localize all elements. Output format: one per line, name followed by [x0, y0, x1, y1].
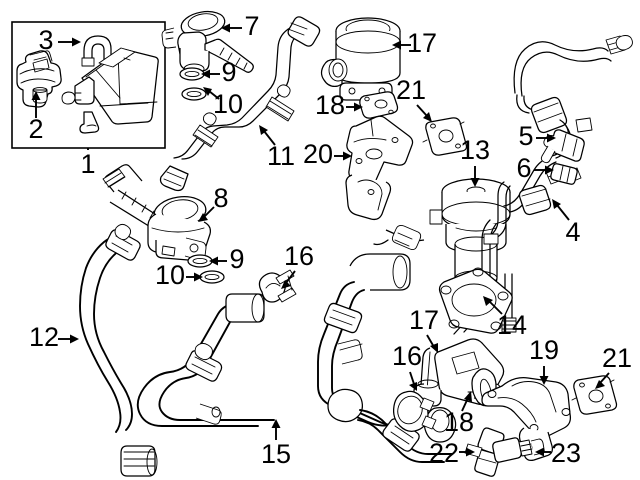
callout-18-upper-label: 18: [315, 90, 345, 120]
callout-12-label: 12: [29, 322, 59, 352]
callout-20: 20: [303, 139, 352, 169]
manifold-gasket-upper-art: [422, 117, 468, 156]
callout-20-label: 20: [303, 139, 333, 169]
callout-5: 5: [518, 121, 556, 151]
callout-3-label: 3: [38, 25, 53, 55]
callout-8-label: 8: [213, 183, 228, 213]
callout-21-lower: 21: [595, 343, 632, 389]
air-distribution-manifold-art: [345, 115, 414, 221]
callout-18-lower: 18: [444, 391, 474, 437]
callout-16-upper-label: 16: [284, 241, 314, 271]
callout-7-label: 7: [244, 11, 259, 41]
callout-1: 1: [80, 148, 96, 179]
callout-9-lower: 9: [209, 244, 245, 274]
callout-10-upper-label: 10: [213, 89, 243, 119]
callout-1-label: 1: [80, 149, 95, 179]
callout-7: 7: [221, 11, 260, 41]
callout-3: 3: [38, 25, 81, 55]
callout-19: 19: [529, 335, 559, 385]
callout-17-upper: 17: [392, 28, 437, 58]
callout-16-lower-label: 16: [392, 341, 422, 371]
callout-16-upper: 16: [281, 241, 314, 289]
callout-9-upper: 9: [201, 57, 237, 87]
callout-2: 2: [28, 91, 44, 144]
callout-16-lower: 16: [392, 341, 422, 391]
callout-19-label: 19: [529, 335, 559, 365]
callout-4: 4: [552, 199, 581, 247]
callout-17-upper-label: 17: [407, 28, 437, 58]
callout-21-upper: 21: [396, 75, 432, 122]
callout-10-lower: 10: [155, 260, 203, 290]
callout-22: 22: [429, 438, 475, 468]
callout-8: 8: [198, 183, 229, 222]
callout-22-label: 22: [429, 438, 459, 468]
callout-14-label: 14: [497, 310, 527, 340]
manifold-gasket-lower-art: [571, 375, 618, 415]
callout-13-label: 13: [460, 135, 490, 165]
callout-2-label: 2: [28, 114, 43, 144]
hose-clamp-lower-art: [393, 390, 437, 432]
callout-21-upper-label: 21: [396, 75, 426, 105]
valve-gasket-upper-art: [359, 91, 399, 119]
callout-9-upper-label: 9: [221, 57, 236, 87]
callout-6-label: 6: [516, 153, 531, 183]
pump-mounting-bracket-art: [438, 267, 513, 334]
callout-4-label: 4: [565, 217, 580, 247]
o-ring-small-upper-art: [181, 87, 207, 101]
callout-6: 6: [516, 153, 554, 183]
air-supply-pipe-art: [159, 16, 321, 192]
callout-23: 23: [535, 438, 581, 468]
callout-21-lower-label: 21: [602, 343, 632, 373]
callout-13: 13: [460, 135, 490, 187]
hose-clamp-upper-art: [258, 269, 297, 303]
air-injection-valve-upper-art: [320, 17, 401, 101]
o-ring-large-lower-art: [187, 254, 213, 268]
o-ring-small-lower-art: [199, 270, 225, 284]
connector-clip-art: [550, 163, 578, 185]
callout-18-lower-label: 18: [444, 407, 474, 437]
callout-15-label: 15: [261, 439, 291, 469]
callout-10-lower-label: 10: [155, 260, 185, 290]
air-inlet-hose-art: [79, 223, 158, 477]
callout-18-upper: 18: [315, 90, 363, 120]
air-hose-assembly-art: [136, 253, 457, 463]
callout-5-label: 5: [518, 121, 533, 151]
pressure-sensor-art: [492, 437, 545, 463]
callout-17-lower: 17: [409, 305, 439, 353]
callout-23-label: 23: [551, 438, 581, 468]
callout-11-label: 11: [267, 141, 295, 171]
callout-10-upper: 10: [203, 87, 243, 119]
callout-15: 15: [261, 419, 291, 469]
callout-11: 11: [259, 125, 295, 171]
callout-17-lower-label: 17: [409, 305, 439, 335]
callout-9-lower-label: 9: [229, 244, 244, 274]
callout-12: 12: [29, 322, 79, 352]
vapor-canister-art: [61, 47, 159, 134]
callout-14: 14: [483, 296, 527, 340]
